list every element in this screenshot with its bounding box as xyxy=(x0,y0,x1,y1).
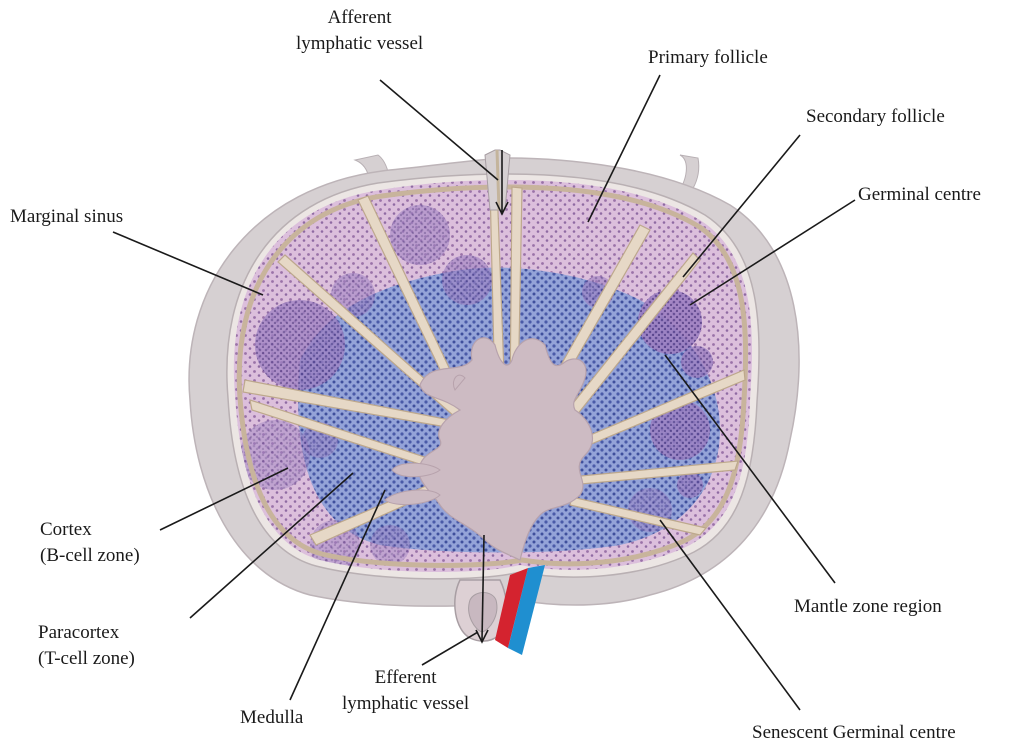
cortex-line2: (B-cell zone) xyxy=(40,543,140,569)
cortex-line1: Cortex xyxy=(40,517,140,543)
label-mantle-zone-region: Mantle zone region xyxy=(794,594,942,620)
label-medulla: Medulla xyxy=(240,705,303,731)
paracortex-line1: Paracortex xyxy=(38,620,135,646)
efferent-line2: lymphatic vessel xyxy=(342,691,469,717)
label-primary-follicle: Primary follicle xyxy=(648,45,768,71)
label-senescent-germinal-centre: Senescent Germinal centre xyxy=(752,720,956,746)
leader-efferent xyxy=(422,632,478,665)
afferent-line1: Afferent xyxy=(296,5,423,31)
germinal-centre-left xyxy=(255,300,345,390)
label-paracortex: Paracortex (T-cell zone) xyxy=(38,620,135,672)
label-marginal-sinus: Marginal sinus xyxy=(10,204,123,230)
label-efferent-lymphatic-vessel: Efferent lymphatic vessel xyxy=(342,665,469,717)
label-secondary-follicle: Secondary follicle xyxy=(806,104,945,130)
label-germinal-centre: Germinal centre xyxy=(858,182,981,208)
efferent-line1: Efferent xyxy=(342,665,469,691)
label-afferent-lymphatic-vessel: Afferent lymphatic vessel xyxy=(296,5,423,57)
paracortex-line2: (T-cell zone) xyxy=(38,646,135,672)
label-cortex: Cortex (B-cell zone) xyxy=(40,517,140,569)
afferent-line2: lymphatic vessel xyxy=(296,31,423,57)
